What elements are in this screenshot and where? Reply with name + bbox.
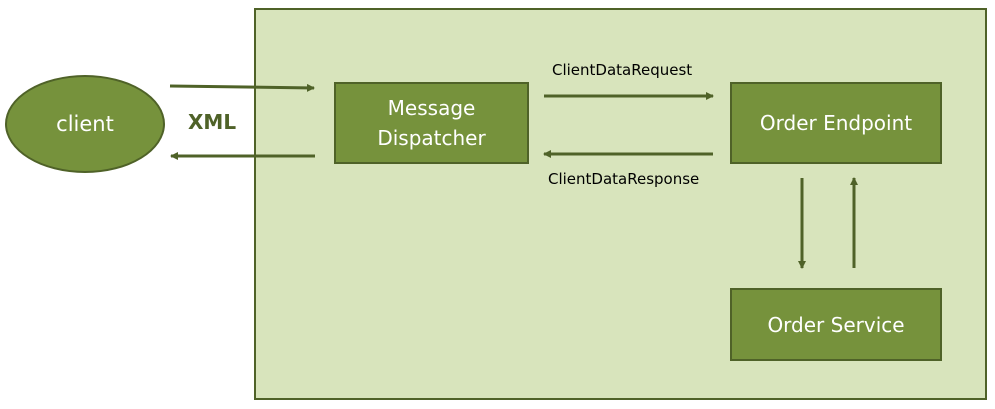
client-label: client: [56, 112, 114, 136]
xml-label: XML: [188, 110, 237, 134]
request-message-label: ClientDataRequest: [552, 61, 693, 79]
client-to-dispatcher-arrow: [169, 83, 315, 92]
order-endpoint-node: Order Endpoint: [730, 82, 942, 164]
client-node: client: [5, 75, 165, 173]
dispatcher-label-line2: Dispatcher: [377, 126, 486, 150]
service-label: Order Service: [767, 312, 905, 337]
response-message-label: ClientDataResponse: [548, 170, 700, 188]
message-dispatcher-node: Message Dispatcher: [334, 82, 529, 164]
order-service-node: Order Service: [730, 288, 942, 361]
endpoint-label: Order Endpoint: [759, 111, 913, 135]
dispatcher-label-line1: Message: [387, 96, 476, 120]
